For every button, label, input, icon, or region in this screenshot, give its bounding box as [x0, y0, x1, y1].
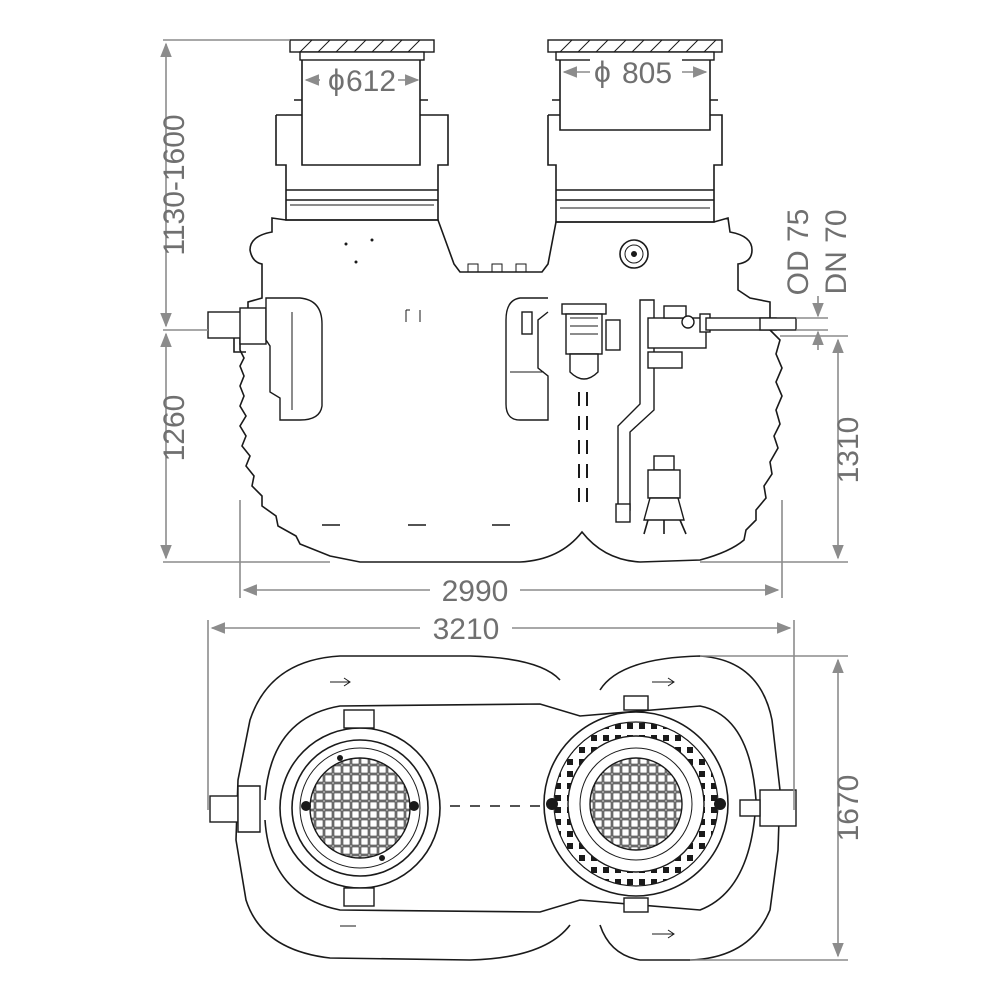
- top-right-lobe: [599, 655, 781, 961]
- right-manhole-cover: [543, 695, 729, 913]
- left-manhole-cover: [279, 709, 441, 907]
- inlet-pipe: [207, 297, 323, 421]
- height-upper-label: 1130-1600: [158, 114, 191, 255]
- side-view: [207, 39, 797, 563]
- height-lower-right-label: 1310: [832, 417, 865, 484]
- tank-body-outline: [239, 216, 783, 563]
- partition-wall: [505, 297, 549, 421]
- side-dimensions: 1130-1600 1260 1310 OD 75 DN 70 2990 ϕ 6…: [158, 39, 865, 608]
- top-outlet-nozzle: [759, 789, 797, 827]
- total-length-label: 3210: [433, 613, 500, 646]
- top-inlet-nozzle: [209, 795, 239, 823]
- pump-assembly: [615, 299, 797, 535]
- pipe-dn-label: DN 70: [820, 209, 853, 294]
- filter-unit: [561, 303, 621, 380]
- total-width-label: 1670: [832, 775, 865, 842]
- height-lower-left-label: 1260: [158, 395, 191, 462]
- right-cover-diameter-label: 805: [622, 57, 672, 90]
- left-cover-diameter-label: 612: [346, 65, 396, 98]
- body-length-label: 2990: [442, 575, 509, 608]
- left-shaft: [275, 60, 449, 221]
- left-cover-frame: [289, 39, 435, 61]
- pipe-od-label: OD 75: [782, 209, 815, 296]
- top-view: [209, 655, 797, 961]
- vent-symbol: [619, 239, 649, 269]
- right-shaft: [547, 60, 723, 223]
- diameter-symbol-right: ϕ: [594, 56, 611, 89]
- diameter-symbol-left: ϕ: [328, 64, 345, 97]
- top-dimensions: 3210 1670: [207, 613, 865, 961]
